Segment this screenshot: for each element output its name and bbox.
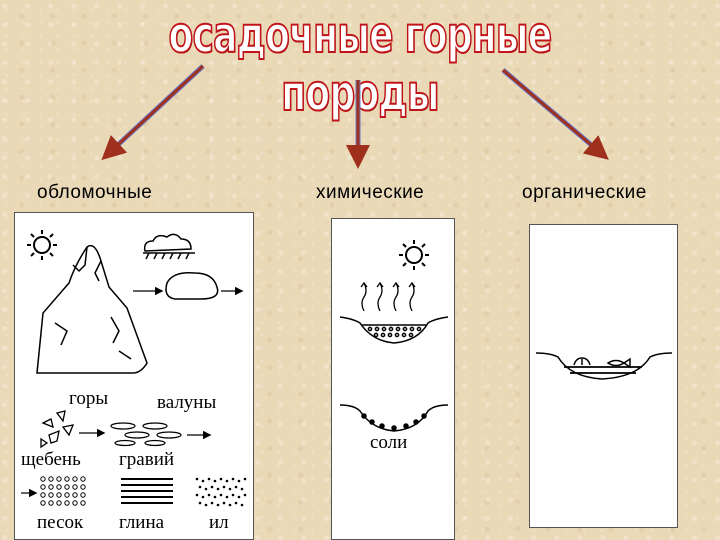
lake-with-organisms-icon	[535, 352, 673, 380]
chemical-panel: соли	[331, 218, 455, 540]
category-chemical: химические	[316, 182, 425, 203]
organic-illustration	[535, 352, 673, 380]
sand-icon	[21, 476, 86, 506]
clay-icon	[121, 478, 173, 504]
organic-panel	[529, 224, 678, 528]
silt-icon	[195, 477, 247, 507]
boulder-icon	[165, 271, 219, 300]
hierarchy-arrows	[101, 64, 609, 169]
label-sand: песок	[37, 512, 84, 533]
mountain-icon	[36, 244, 148, 374]
label-mountains: горы	[69, 388, 109, 409]
sun-icon	[399, 240, 429, 270]
evaporating-lake-icon	[339, 316, 449, 344]
arrow-right-shaft	[502, 68, 609, 160]
rain-cloud-icon	[143, 233, 195, 260]
rubble-icon	[40, 410, 75, 449]
clastic-illustration	[21, 230, 247, 507]
label-rubble: щебень	[21, 449, 81, 470]
label-gravel: гравий	[119, 449, 175, 470]
label-salts: соли	[370, 432, 408, 453]
clastic-panel: горы валуны щебень гравий песок глина ил	[14, 212, 254, 540]
gravel-icon	[110, 422, 182, 447]
arrow-left-shaft	[101, 64, 205, 161]
label-boulders: валуны	[157, 392, 217, 413]
sun-icon	[27, 230, 57, 260]
category-clastic: обломочные	[37, 182, 153, 203]
evaporation-icon	[360, 281, 416, 312]
label-silt: ил	[209, 512, 229, 533]
chemical-illustration	[339, 240, 449, 432]
category-organic: органические	[522, 182, 647, 203]
dry-lake-salt-icon	[339, 404, 449, 432]
label-clay: глина	[119, 512, 165, 533]
